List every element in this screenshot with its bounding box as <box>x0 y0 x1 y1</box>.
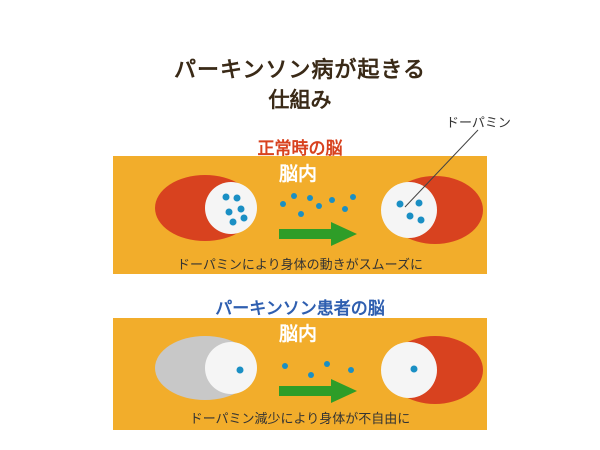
arrow-right-icon <box>279 222 357 246</box>
released-dopamine <box>280 193 356 217</box>
received-dopamine <box>410 365 418 373</box>
arrow-right-icon <box>279 379 357 403</box>
presynaptic-terminal <box>205 342 257 394</box>
normal-brain-label: 正常時の脳 <box>257 139 343 159</box>
parkinsons-brain-caption: ドーパミン減少により身体が不自由に <box>189 412 411 427</box>
parkinsons-brain-label: パーキンソン患者の脳 <box>215 299 385 319</box>
stored-dopamine <box>222 193 248 226</box>
normal-brain-caption: ドーパミンにより身体の動きがスムーズに <box>177 258 423 273</box>
postsynaptic-receptor <box>381 182 437 238</box>
inner-brain-label: 脳内 <box>278 322 317 345</box>
parkinsons-brain-panel: 脳内 <box>113 318 487 430</box>
inner-brain-label: 脳内 <box>278 162 317 185</box>
released-dopamine <box>282 361 354 378</box>
title-line-1: パーキンソン病が起きる <box>174 58 426 83</box>
dopamine-annotation: ドーパミン <box>446 116 511 131</box>
stored-dopamine <box>236 366 244 374</box>
presynaptic-terminal <box>205 182 257 234</box>
title-line-2: 仕組み <box>268 88 332 112</box>
postsynaptic-receptor <box>381 342 437 398</box>
